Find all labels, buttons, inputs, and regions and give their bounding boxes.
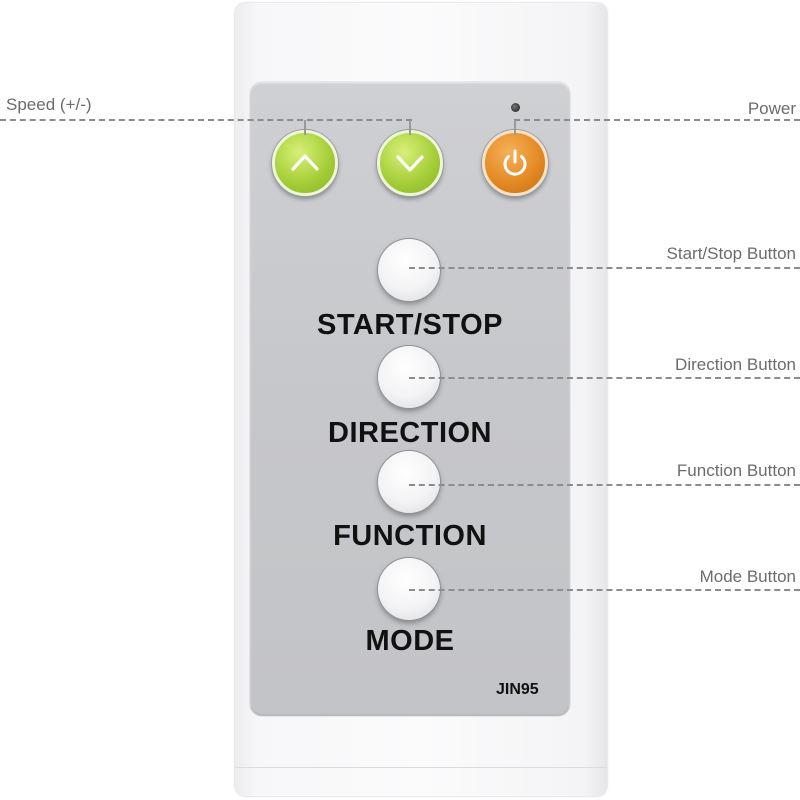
speed-down-tick: [409, 120, 411, 135]
start-stop-button[interactable]: [378, 239, 440, 301]
speed-up-tick: [304, 120, 306, 135]
power-icon: [503, 149, 527, 176]
start-stop-label: START/STOP: [317, 309, 503, 341]
power-tick: [514, 120, 516, 135]
mode-label: MODE: [365, 625, 455, 657]
power-callout-label: Power: [747, 99, 796, 118]
speed-callout-label: Speed (+/-): [6, 95, 92, 114]
function-button[interactable]: [378, 451, 440, 513]
mode-callout-label: Mode Button: [699, 567, 796, 586]
chevron-down-icon: [396, 155, 424, 172]
chevron-up-icon: [291, 154, 319, 171]
start-stop-callout-label: Start/Stop Button: [666, 244, 796, 263]
start-stop-callout-line: [409, 267, 800, 269]
power-indicator-led: [511, 103, 520, 112]
function-label: FUNCTION: [333, 520, 487, 552]
function-callout-line: [409, 484, 800, 486]
power-button[interactable]: [482, 130, 548, 196]
speed-callout-line: [0, 119, 412, 121]
speed-down-button[interactable]: [377, 130, 443, 196]
direction-label: DIRECTION: [328, 417, 492, 449]
direction-callout-label: Direction Button: [675, 355, 796, 374]
mode-callout-line: [409, 589, 800, 591]
model-number: JIN95: [496, 681, 539, 698]
function-callout-label: Function Button: [676, 461, 796, 480]
power-callout-line: [514, 119, 800, 121]
direction-callout-line: [409, 377, 800, 379]
speed-up-button[interactable]: [272, 130, 338, 196]
